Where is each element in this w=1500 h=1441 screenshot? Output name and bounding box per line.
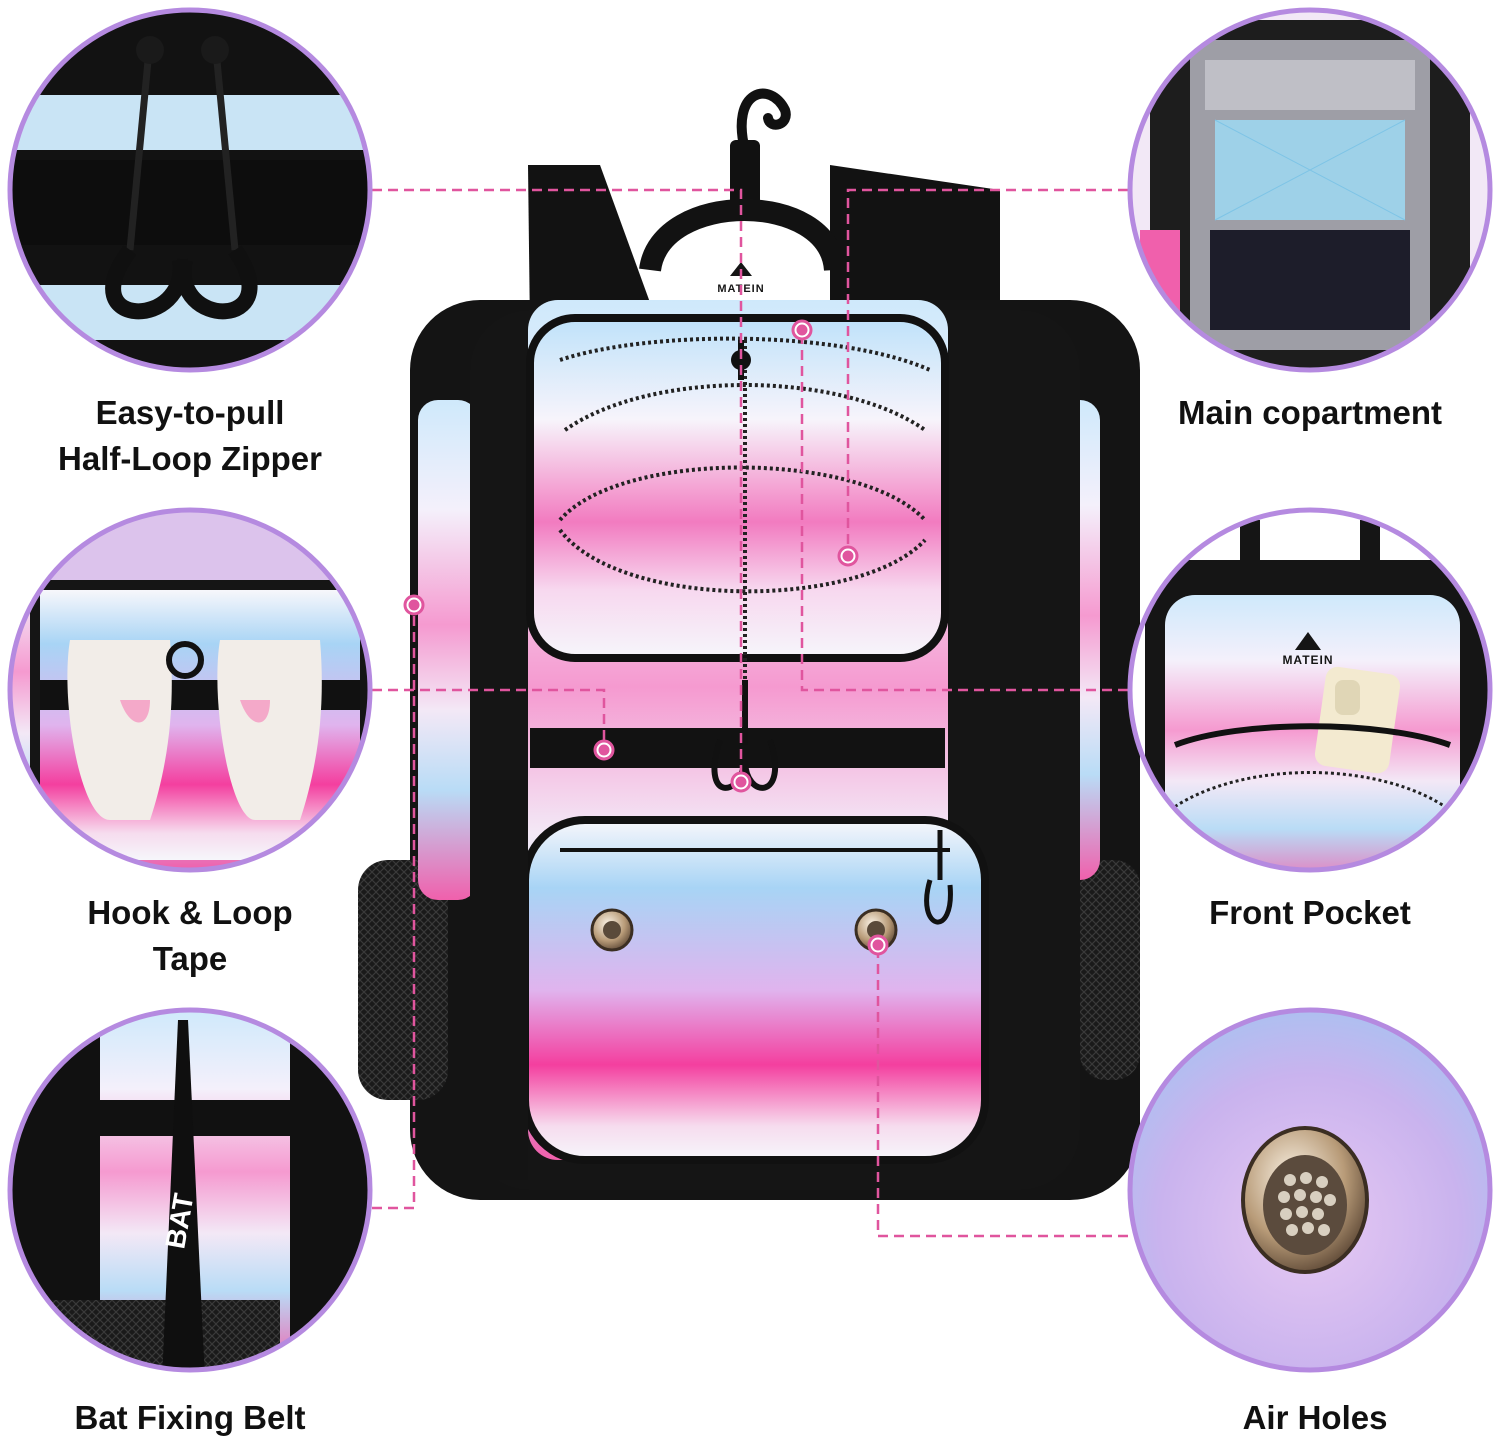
caption-hook-loop: Hook & Loop Tape [0,890,380,982]
caption-front-pocket: Front Pocket [1120,890,1500,936]
gloves-icon [10,510,370,870]
caption-main-compartment: Main copartment [1120,390,1500,436]
caption-hook-loop-line2: Tape [152,940,228,977]
caption-hook-loop-line1: Hook & Loop [87,894,293,931]
caption-front-pocket-line1: Front Pocket [1209,894,1411,931]
callout-dots [403,319,889,956]
pocket-brand-text: MATEIN [1282,653,1333,667]
caption-air-holes: Air Holes [1125,1395,1500,1441]
phone-pocket-icon: MATEIN [1130,510,1490,870]
caption-air-holes-line1: Air Holes [1242,1399,1388,1436]
vent-icon [1130,1010,1490,1370]
bat-icon: BAT [10,1010,370,1370]
caption-bat-belt-line1: Bat Fixing Belt [74,1399,306,1436]
compartment-icon [1130,10,1490,370]
hanger-hook [736,88,791,155]
callout-lines [372,188,1128,1238]
caption-zipper-line2: Half-Loop Zipper [58,440,322,477]
caption-bat-belt: Bat Fixing Belt [0,1395,380,1441]
caption-zipper-line1: Easy-to-pull [95,394,285,431]
caption-zipper: Easy-to-pull Half-Loop Zipper [0,390,380,482]
caption-main-compartment-line1: Main copartment [1177,394,1443,431]
backpack-main: MATEIN [358,88,1140,1200]
